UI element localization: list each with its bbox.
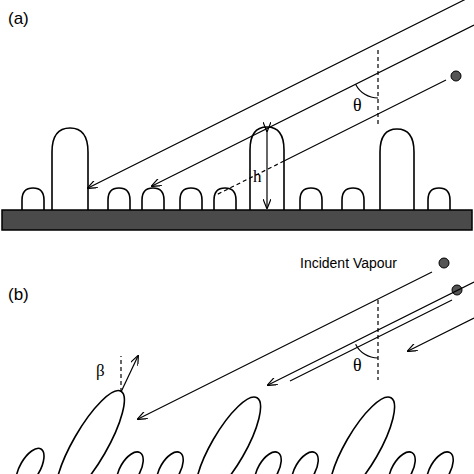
normal-line <box>377 300 378 380</box>
panel-b-columns <box>10 383 458 474</box>
panel-a-columns <box>22 127 450 210</box>
small-column <box>214 188 236 210</box>
small-tilted-column <box>421 448 458 474</box>
small-tilted-column <box>111 448 148 474</box>
panel-letter: (b) <box>8 286 29 303</box>
height-arrow <box>266 131 267 208</box>
angle-symbol: θ <box>353 356 362 374</box>
panel-a-rays <box>88 0 474 208</box>
small-tilted-column <box>151 448 188 474</box>
small-column <box>300 188 322 210</box>
column-axis-arrow <box>121 356 138 392</box>
vapour-ray <box>88 0 474 188</box>
vapour-atom <box>451 71 461 81</box>
vapour-label: Incident Vapour <box>300 256 397 270</box>
substrate <box>2 210 472 230</box>
vapour-ray <box>268 282 474 385</box>
angle-symbol: θ <box>353 96 362 114</box>
small-tilted-column <box>286 448 323 474</box>
vapour-ray <box>138 272 432 419</box>
panel-b-rays <box>121 272 474 419</box>
small-column <box>142 188 164 210</box>
tall-column <box>380 129 414 210</box>
tall-column <box>52 128 88 210</box>
small-column <box>342 188 364 210</box>
dimension-label: h <box>253 168 262 185</box>
small-column <box>180 188 202 210</box>
angle-symbol: β <box>96 362 105 379</box>
panel-letter: (a) <box>8 10 29 27</box>
normal-line <box>120 356 121 392</box>
tilted-column <box>318 389 405 474</box>
shadowed-ray <box>214 161 284 196</box>
small-column <box>428 188 450 210</box>
small-tilted-column <box>10 444 49 474</box>
vapour-ray <box>408 318 474 351</box>
vapour-atom <box>439 258 449 268</box>
small-column <box>22 188 44 210</box>
tilted-column <box>44 383 135 474</box>
small-tilted-column <box>383 448 420 474</box>
normal-line <box>377 50 378 125</box>
small-column <box>108 188 130 210</box>
tilted-column <box>184 389 271 474</box>
vapour-ray <box>284 80 446 161</box>
tall-column <box>250 127 284 210</box>
small-tilted-column <box>249 448 286 474</box>
vapour-ray <box>152 25 474 186</box>
